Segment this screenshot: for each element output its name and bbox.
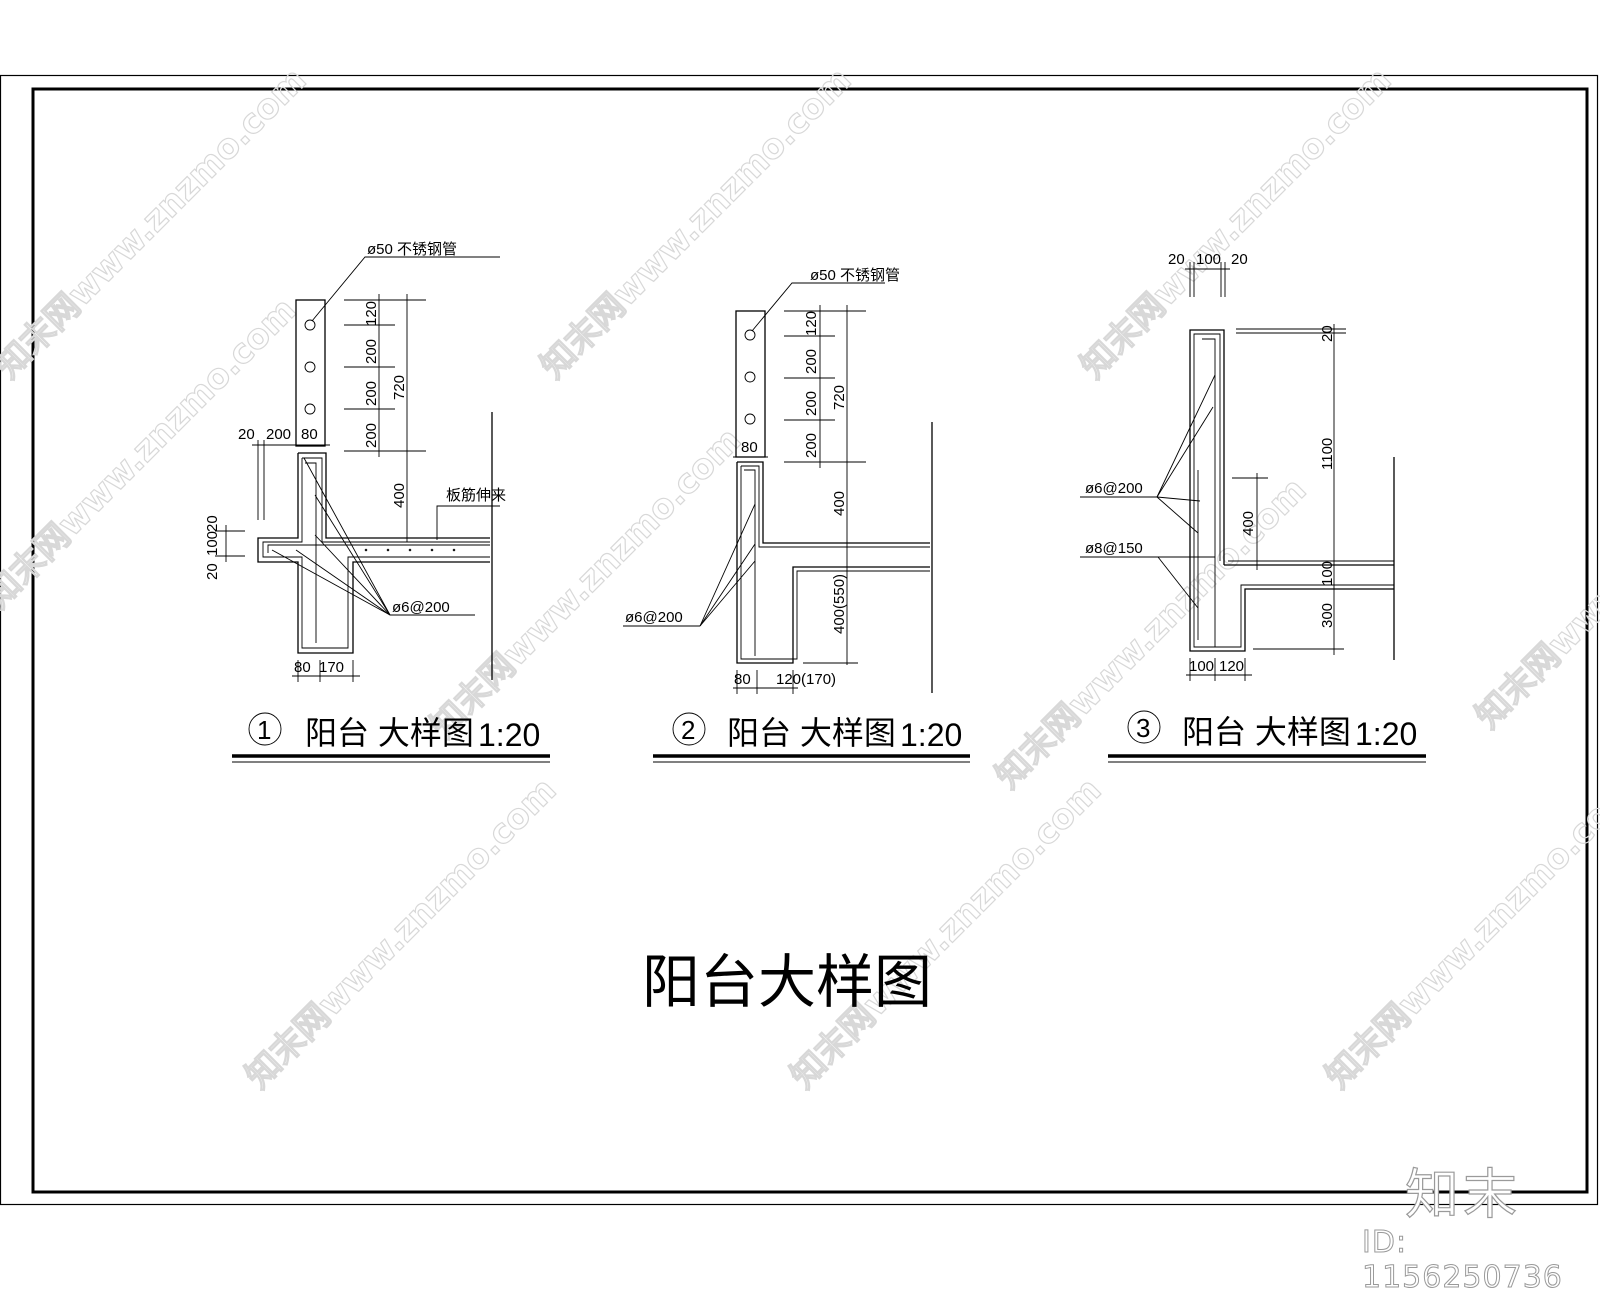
watermark-id: ID: 1156250736	[1362, 1225, 1563, 1295]
svg-text:400(550): 400(550)	[831, 574, 848, 634]
detail-2: ø50 不锈钢管 ø6@200 120 200 200 200 720 400	[623, 267, 970, 763]
detail-scale: 1:20	[478, 717, 540, 753]
watermark-layer: 知末网www.znzmo.com 知末网www.znzmo.com 知末网www…	[0, 60, 1600, 1097]
rebar-label-b: ø8@150	[1085, 540, 1143, 557]
detail-number: 1	[257, 715, 271, 745]
svg-text:知末网www.znzmo.com: 知末网www.znzmo.com	[1318, 770, 1600, 1096]
svg-text:400: 400	[1240, 511, 1257, 536]
inner-frame	[31, 87, 1589, 1194]
svg-text:100: 100	[204, 531, 221, 556]
detail-number: 3	[1136, 713, 1150, 743]
svg-text:知末网www.znzmo.com: 知末网www.znzmo.com	[1073, 60, 1399, 386]
svg-text:200: 200	[803, 433, 820, 458]
detail-1: ø50 不锈钢管 ø6@200 板筋伸来	[204, 241, 550, 763]
pipe-label: ø50 不锈钢管	[810, 267, 900, 284]
svg-text:300: 300	[1319, 603, 1336, 628]
svg-text:知末网www.znzmo.com: 知末网www.znzmo.com	[533, 60, 859, 386]
svg-text:100: 100	[1319, 561, 1336, 586]
detail-number: 2	[681, 715, 695, 745]
svg-text:200: 200	[363, 423, 380, 448]
svg-text:100: 100	[1196, 251, 1221, 268]
detail-scale: 1:20	[1355, 716, 1417, 752]
svg-text:120: 120	[803, 311, 820, 336]
svg-text:100: 100	[1189, 658, 1214, 675]
svg-text:80: 80	[294, 659, 311, 676]
svg-text:20: 20	[1231, 251, 1248, 268]
svg-text:120(170): 120(170)	[776, 671, 836, 688]
svg-text:400: 400	[831, 491, 848, 516]
watermark-logo: 知末	[1404, 1162, 1521, 1226]
svg-text:知末网www.znzmo.com: 知末网www.znzmo.com	[1468, 410, 1600, 736]
svg-text:20: 20	[204, 563, 221, 580]
svg-text:80: 80	[301, 426, 318, 443]
detail-scale: 1:20	[900, 717, 962, 753]
rebar-label-a: ø6@200	[1085, 480, 1143, 497]
svg-text:20: 20	[1319, 325, 1336, 342]
outer-frame	[0, 74, 1599, 1206]
svg-text:20: 20	[1168, 251, 1185, 268]
rebar-label: ø6@200	[625, 609, 683, 626]
svg-text:200: 200	[266, 426, 291, 443]
svg-text:200: 200	[803, 391, 820, 416]
slab-note: 板筋伸来	[446, 486, 506, 504]
svg-text:20: 20	[204, 515, 221, 532]
svg-text:80: 80	[741, 439, 758, 456]
detail-3: 20 100 20 ø6@200 ø8@150 20 1100	[1080, 251, 1426, 763]
pipe-label: ø50 不锈钢管	[367, 241, 457, 258]
svg-text:720: 720	[391, 375, 408, 400]
svg-text:120: 120	[1219, 658, 1244, 675]
svg-text:80: 80	[734, 671, 751, 688]
svg-text:知末网www.znzmo.com: 知末网www.znzmo.com	[423, 420, 749, 746]
rebar-label: ø6@200	[392, 599, 450, 616]
detail-title: 阳台 大样图	[727, 715, 896, 751]
svg-text:知末网www.znzmo.com: 知末网www.znzmo.com	[238, 770, 564, 1096]
svg-text:200: 200	[363, 381, 380, 406]
svg-text:20: 20	[238, 426, 255, 443]
detail-title: 阳台 大样图	[305, 715, 474, 751]
svg-text:200: 200	[803, 349, 820, 374]
sheet-title: 阳台大样图	[642, 950, 932, 1015]
svg-text:120: 120	[363, 301, 380, 326]
detail-title: 阳台 大样图	[1182, 714, 1351, 750]
svg-text:知末网www.znzmo.com: 知末网www.znzmo.com	[783, 770, 1109, 1096]
svg-text:170: 170	[319, 659, 344, 676]
svg-text:720: 720	[831, 385, 848, 410]
svg-text:400: 400	[391, 483, 408, 508]
svg-text:200: 200	[363, 339, 380, 364]
svg-text:1100: 1100	[1319, 438, 1336, 470]
